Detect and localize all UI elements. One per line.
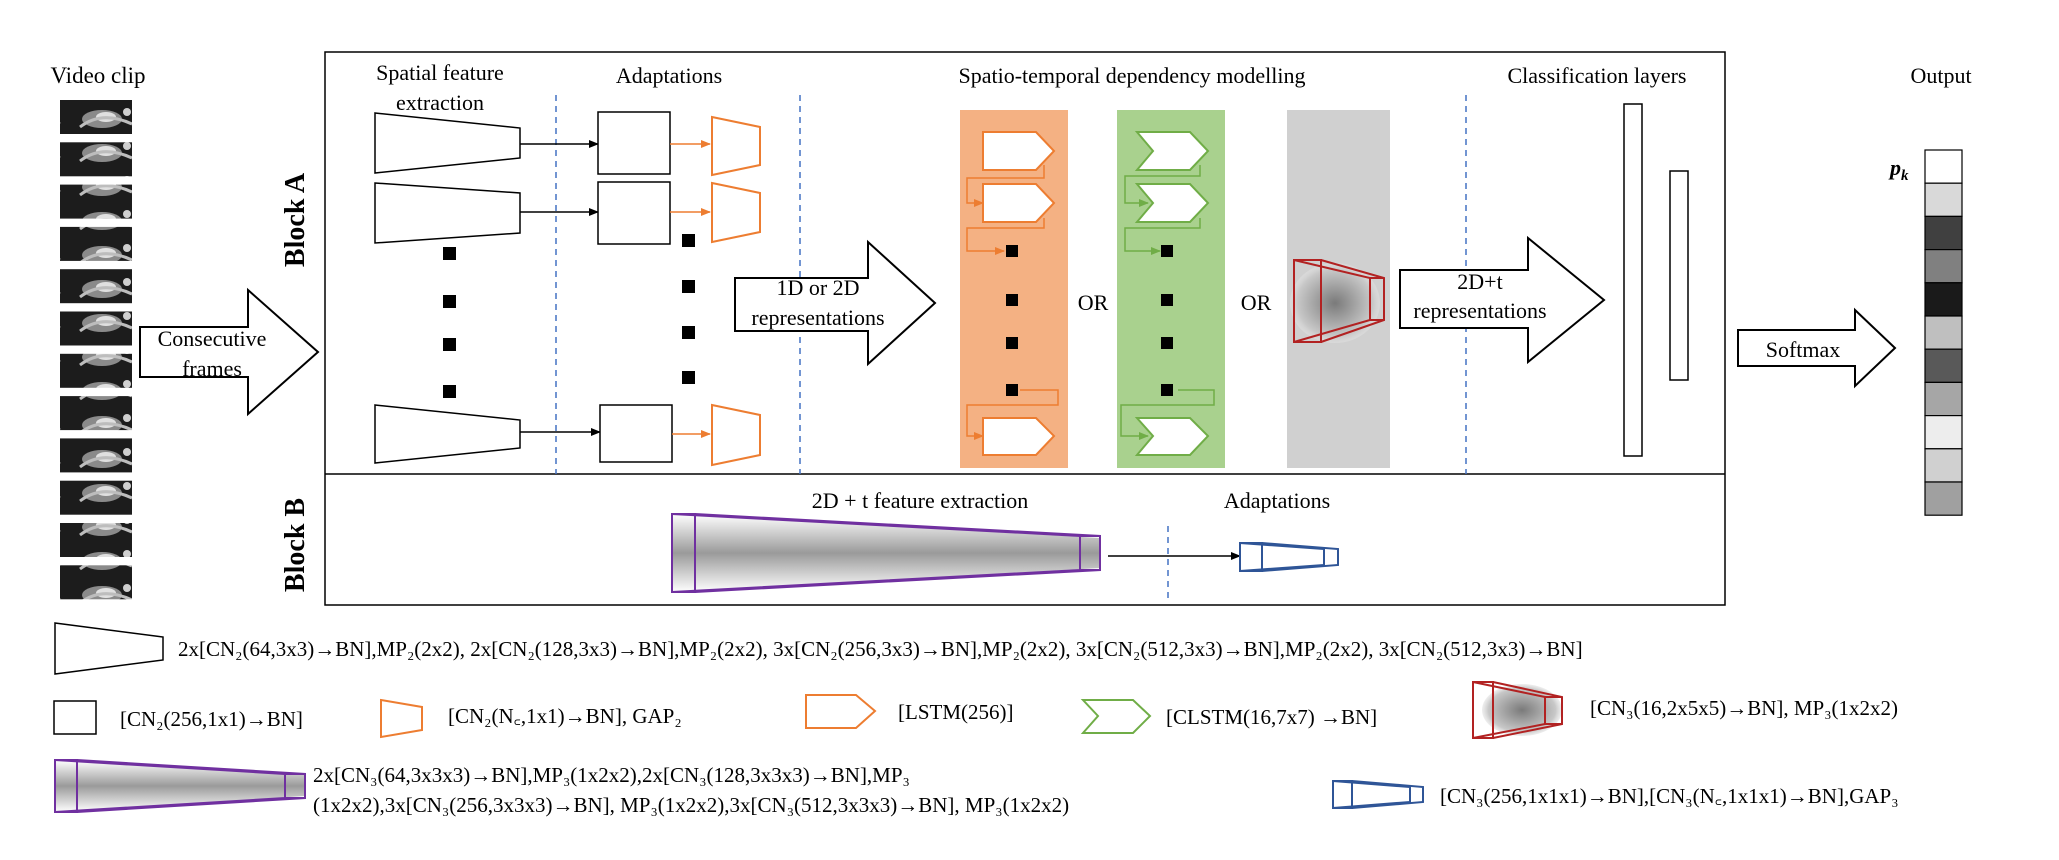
lstm-cells xyxy=(982,131,1056,456)
rep-1d2d-label-1: 1D or 2D xyxy=(776,275,859,300)
red-3d-block xyxy=(1293,259,1385,343)
legend-square-text: [CN₂(256,1x1)→BN] xyxy=(120,707,303,731)
blue-3d-block xyxy=(1239,542,1339,572)
clstm-recurrence xyxy=(1120,165,1215,440)
orange-trapezoids xyxy=(711,115,761,467)
output-cell xyxy=(1924,315,1963,350)
blocks-frame xyxy=(324,51,1726,606)
legend-clstm-icon xyxy=(1080,699,1152,734)
rep-1d2d-label-2: representations xyxy=(751,305,884,330)
adaptation-connectors xyxy=(670,140,711,438)
feat-2dt-label: 2D + t feature extraction xyxy=(812,488,1028,513)
c3d-shade xyxy=(672,514,1100,592)
video-frame xyxy=(60,523,132,557)
spatiotemporal-label: Spatio-temporal dependency modelling xyxy=(958,63,1305,88)
vgg-extractor-1 xyxy=(374,112,521,174)
block-b-label: Block B xyxy=(280,498,311,592)
adaptation-squares xyxy=(597,111,673,463)
or-label-1: OR xyxy=(1078,290,1109,315)
video-frame xyxy=(60,480,132,515)
output-cell xyxy=(1924,381,1963,417)
output-cell xyxy=(1924,249,1963,284)
softmax-arrow xyxy=(1737,307,1897,389)
clstm-cells xyxy=(1134,131,1210,456)
legend-blue3d-text: [CN₃(256,1x1x1)→BN],[CN₃(N꜀,1x1x1)→BN],G… xyxy=(1440,784,1899,808)
video-frame xyxy=(60,311,132,346)
output-cell xyxy=(1924,149,1963,184)
legend-lstm-icon xyxy=(805,694,877,729)
fc-layer-2 xyxy=(1669,170,1689,381)
legend-red3d-icon xyxy=(1472,681,1563,739)
legend-c3d-text-1: 2x[CN₃(64,3x3x3)→BN],MP₃(1x2x2),2x[CN₃(1… xyxy=(313,763,910,787)
spatial-ellipsis xyxy=(443,247,456,398)
spatial-feature-label-1: Spatial feature xyxy=(376,60,504,85)
consecutive-frames-arrow xyxy=(139,287,320,417)
legend-c3d-icon xyxy=(54,759,306,813)
lstm-recurrence xyxy=(966,165,1059,440)
c3d-block xyxy=(671,513,1101,593)
consecutive-label-1: Consecutive xyxy=(158,326,267,351)
video-frame xyxy=(60,353,132,388)
video-frames xyxy=(60,100,132,600)
video-frame xyxy=(60,184,132,219)
legend-orange-trap-icon xyxy=(380,698,423,739)
legend-c3d-text-2: (1x2x2),3x[CN₃(256,3x3x3)→BN], MP₃(1x2x2… xyxy=(313,793,1069,817)
output-cell xyxy=(1924,448,1963,483)
video-frame xyxy=(60,142,132,177)
rep-2dt-label-2: representations xyxy=(1413,298,1546,323)
adaptation-ellipsis xyxy=(682,234,695,384)
fc-layer-1 xyxy=(1623,103,1643,457)
output-cell xyxy=(1924,481,1963,516)
output-cell xyxy=(1924,215,1963,251)
extractor-connectors xyxy=(520,140,601,436)
adaptations-b-label: Adaptations xyxy=(1224,488,1330,513)
clstm-ellipsis xyxy=(1161,245,1173,396)
legend-square-icon xyxy=(53,700,97,735)
consecutive-label-2: frames xyxy=(182,356,242,381)
block-a-label: Block A xyxy=(280,172,311,267)
lstm-ellipsis xyxy=(1006,245,1018,396)
output-cell xyxy=(1924,348,1963,384)
output-cell xyxy=(1924,415,1963,450)
video-frame xyxy=(60,100,132,134)
vgg-extractor-n xyxy=(374,404,521,464)
output-probabilities xyxy=(1924,149,1963,516)
spatial-feature-label-2: extraction xyxy=(396,90,484,115)
video-clip-label: Video clip xyxy=(50,63,145,88)
representations-1d2d-arrow xyxy=(734,239,937,367)
legend-vgg-icon xyxy=(54,622,164,675)
spatial-extractors xyxy=(374,112,521,464)
legend-lstm-text: [LSTM(256)] xyxy=(898,700,1013,724)
adaptations-a-label: Adaptations xyxy=(616,63,722,88)
video-frame xyxy=(60,396,132,431)
video-frame xyxy=(60,438,132,473)
pk-label: pk xyxy=(1888,155,1909,184)
vgg-extractor-2 xyxy=(374,182,521,244)
representations-2dt-arrow xyxy=(1399,235,1606,365)
legend-c3d-shade xyxy=(55,760,305,812)
legend-clstm-text: [CLSTM(16,7x7) →BN] xyxy=(1166,705,1377,729)
video-frame xyxy=(60,565,132,600)
output-cell xyxy=(1924,282,1963,317)
video-frame xyxy=(60,226,132,261)
or-label-2: OR xyxy=(1241,290,1272,315)
legend-vgg-text: 2x[CN₂(64,3x3)→BN],MP₂(2x2), 2x[CN₂(128,… xyxy=(178,637,1583,661)
softmax-label: Softmax xyxy=(1766,337,1841,362)
legend-red3d-text: [CN₃(16,2x5x5)→BN], MP₃(1x2x2) xyxy=(1590,696,1898,720)
output-label: Output xyxy=(1910,63,1971,88)
rep-2dt-label-1: 2D+t xyxy=(1457,269,1502,294)
legend-orange-trap-text: [CN₂(N꜀,1x1)→BN], GAP₂ xyxy=(448,704,682,728)
output-cell xyxy=(1924,182,1963,217)
video-frame xyxy=(60,269,132,304)
classification-label: Classification layers xyxy=(1507,63,1686,88)
legend-blue3d-icon xyxy=(1332,780,1424,809)
